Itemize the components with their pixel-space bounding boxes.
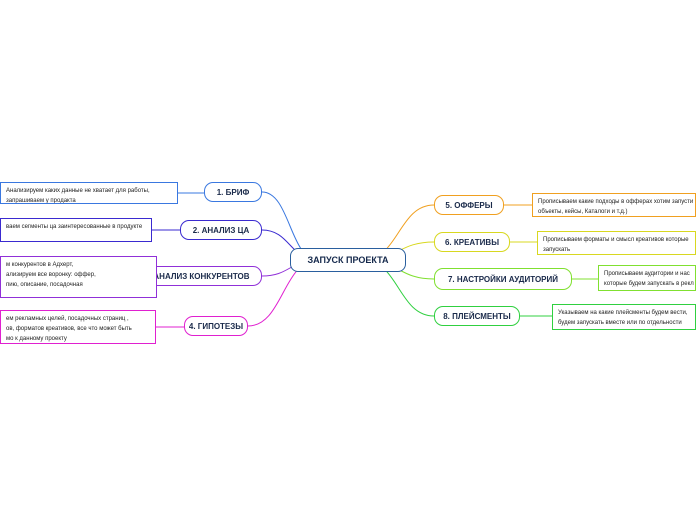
note-line: мо к данному проекту: [6, 336, 67, 342]
note-line: ализируем все воронку: оффер,: [6, 272, 96, 278]
branch-node-3[interactable]: 3. АНАЛИЗ КОНКУРЕНТОВ: [132, 266, 262, 286]
note-line: которые будем запускать в рекл: [604, 281, 694, 287]
branch-node-7[interactable]: 7. НАСТРОЙКИ АУДИТОРИЙ: [434, 268, 572, 290]
branch-node-4[interactable]: 4. ГИПОТЕЗЫ: [184, 316, 248, 336]
branch-node-5[interactable]: 5. ОФФЕРЫ: [434, 195, 504, 215]
branch-node-6[interactable]: 6. КРЕАТИВЫ: [434, 232, 510, 252]
note-line: запускать: [543, 247, 571, 253]
note-line: Указываем на какие плейсменты будем вест…: [558, 310, 688, 316]
branch-note-7[interactable]: Прописываем аудитории и нас которые будем…: [598, 265, 696, 291]
note-line: запрашиваем у продакта: [6, 198, 76, 204]
note-line: Прописываем аудитории и нас: [604, 271, 690, 277]
note-line: будем запускать вместе или по отдельност…: [558, 320, 682, 326]
branch-note-1[interactable]: Анализируем каких данные не хватает для …: [0, 182, 178, 204]
branch-node-8[interactable]: 8. ПЛЕЙСМЕНТЫ: [434, 306, 520, 326]
branch-note-3[interactable]: м конкурентов в Адхерт, ализируем все вор…: [0, 256, 157, 298]
note-line: ов, форматов креативов, все что может бы…: [6, 326, 132, 332]
note-line: пию, описание, посадочная: [6, 282, 83, 288]
branch-note-4[interactable]: ем рекламных целей, посадочных страниц ,…: [0, 310, 156, 344]
branch-node-2[interactable]: 2. АНАЛИЗ ЦА: [180, 220, 262, 240]
note-line: ваем сегменты ца заинтересованные в прод…: [6, 224, 143, 230]
note-line: м конкурентов в Адхерт,: [6, 262, 74, 268]
branch-note-8[interactable]: Указываем на какие плейсменты будем вест…: [552, 304, 696, 330]
branch-note-5[interactable]: Прописываем какие подходы в офферах хоти…: [532, 193, 696, 217]
note-line: Прописываем форматы и смысл креативов ко…: [543, 237, 689, 243]
note-line: Анализируем каких данные не хватает для …: [6, 188, 150, 194]
branch-note-6[interactable]: Прописываем форматы и смысл креативов ко…: [537, 231, 696, 255]
note-line: объекты, кейсы, Каталоги и т.д.): [538, 209, 628, 215]
central-topic[interactable]: ЗАПУСК ПРОЕКТА: [290, 248, 406, 272]
note-line: Прописываем какие подходы в офферах хоти…: [538, 199, 694, 205]
note-line: ем рекламных целей, посадочных страниц ,: [6, 316, 129, 322]
branch-note-2[interactable]: ваем сегменты ца заинтересованные в прод…: [0, 218, 152, 242]
branch-node-1[interactable]: 1. БРИФ: [204, 182, 262, 202]
